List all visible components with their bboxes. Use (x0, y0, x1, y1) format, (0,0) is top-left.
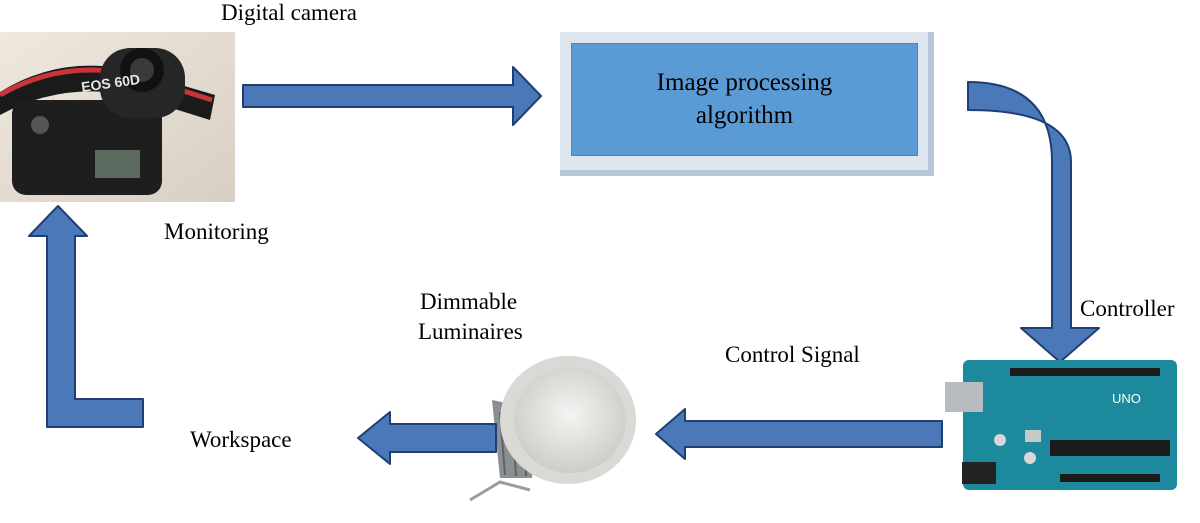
arrow-controller-to-luminaire (655, 408, 943, 460)
luminaires-label-line1: Dimmable (420, 289, 518, 314)
image-processing-box: Image processing algorithm (571, 43, 918, 156)
workspace-label: Workspace (190, 427, 292, 452)
digital-camera-image: EOS 60D (0, 32, 235, 202)
board-brand-text: UNO (1112, 391, 1141, 406)
processing-title-line1: Image processing (656, 69, 833, 96)
arrow-workspace-to-camera (28, 205, 144, 428)
control-signal-label: Control Signal (725, 342, 860, 367)
arrow-camera-to-processing (242, 66, 542, 126)
dimmable-luminaire-image (469, 356, 636, 502)
luminaires-label-line2: Luminaires (418, 319, 523, 344)
digital-camera-label: Digital camera (221, 0, 358, 25)
monitoring-label: Monitoring (164, 219, 269, 244)
arduino-controller-image: UNO (945, 360, 1177, 490)
arrow-luminaire-to-workspace (357, 411, 497, 465)
controller-label: Controller (1080, 296, 1175, 321)
processing-title-line2: algorithm (695, 101, 794, 129)
